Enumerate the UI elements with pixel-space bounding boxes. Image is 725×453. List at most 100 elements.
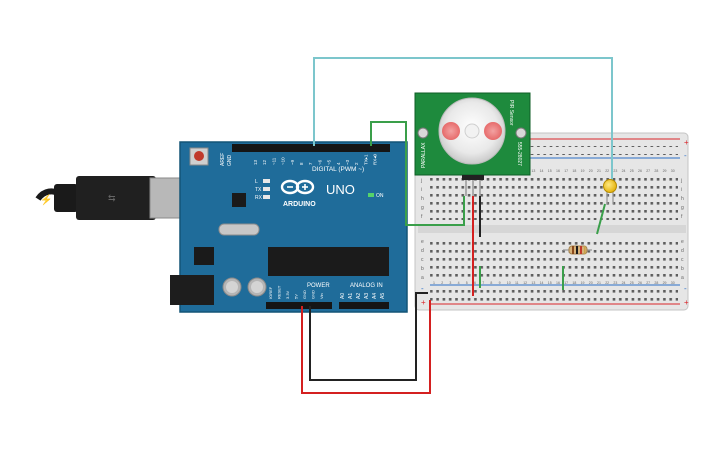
column-number: 23 (613, 281, 617, 285)
column-number: 17 (564, 281, 568, 285)
usb-plug-body (76, 176, 156, 220)
power-header-label: POWER (307, 283, 330, 289)
row-letter: a (681, 275, 684, 281)
column-number: 18 (572, 281, 576, 285)
column-number: 30 (671, 169, 675, 173)
analog-pin-label: A4 (372, 293, 378, 299)
row-letter: d (681, 248, 684, 254)
column-number: 15 (548, 281, 552, 285)
column-number: 30 (671, 281, 675, 285)
usb-controller-chip (232, 193, 246, 207)
row-letter: c (681, 257, 684, 263)
column-number: 6 (474, 281, 476, 285)
wire-black-gnd-to-rail[interactable] (309, 292, 428, 381)
pir-dome-center (464, 123, 480, 139)
status-led (263, 195, 270, 199)
row-letter: g (421, 205, 424, 211)
column-number: 27 (646, 169, 650, 173)
row-letter: d (421, 248, 424, 254)
usb-symbol-icon: ⚡ (40, 193, 52, 206)
pir-brand-label: PARALLAX (421, 142, 427, 168)
column-number: 11 (515, 281, 519, 285)
column-number: 19 (581, 169, 585, 173)
yellow-led[interactable] (603, 179, 617, 205)
column-number: 21 (597, 281, 601, 285)
pir-part-number: 555-28027 (516, 142, 522, 166)
column-number: 2 (441, 281, 443, 285)
voltage-regulator (194, 247, 214, 265)
power-pin-label: 5V (294, 294, 299, 299)
analog-pin-label: A3 (364, 293, 370, 299)
row-letter: h (681, 196, 684, 202)
digital-header (232, 144, 390, 152)
usb-strain-relief (54, 184, 78, 212)
crystal-oscillator (218, 223, 260, 236)
row-letter: c (421, 257, 424, 263)
column-number: 25 (630, 281, 634, 285)
row-letter: i (681, 187, 682, 193)
aref-label: AREF (220, 153, 226, 166)
column-number: 16 (556, 169, 560, 173)
usb-logo-icon: ⇆ (108, 193, 116, 203)
column-number: 29 (663, 281, 667, 285)
column-number: 8 (490, 281, 492, 285)
bottom-rail-holes-1 (430, 288, 678, 293)
row-letter: e (421, 239, 424, 245)
pir-sensor[interactable]: PARALLAX PIR Sensor 555-28027 (414, 92, 531, 196)
gnd-label: GND (227, 155, 233, 167)
analog-pin-label: A0 (340, 293, 346, 299)
wire-teal-pin8-to-led[interactable] (313, 57, 613, 183)
capacitor-2-top (251, 281, 263, 293)
column-number: 5 (466, 281, 468, 285)
row-letter: j (680, 178, 682, 184)
top-rail-holes-2 (430, 150, 678, 155)
resistor[interactable] (563, 245, 592, 255)
reset-button-cap[interactable] (194, 151, 204, 161)
arduino-model: UNO (326, 182, 355, 197)
power-pin-label: RESET (277, 285, 282, 299)
digital-header-label: DIGITAL (PWM ~) (312, 166, 364, 173)
column-number: 21 (597, 169, 601, 173)
column-number: 4 (458, 281, 460, 285)
digital-pin-label: ~10 (281, 157, 286, 165)
bottom-terminal-holes (430, 237, 678, 281)
row-letter: f (681, 214, 683, 220)
usb-cable[interactable]: ⚡ ⇆ (35, 176, 199, 220)
analog-pin-label: A5 (380, 293, 386, 299)
top-rail-plus: + (684, 138, 689, 147)
column-number: 19 (581, 281, 585, 285)
pir-lens-left (442, 122, 460, 140)
row-letter: i (421, 187, 422, 193)
column-number: 17 (564, 169, 568, 173)
top-rail-holes-1 (430, 142, 678, 147)
column-number: 18 (572, 169, 576, 173)
column-number: 22 (605, 169, 609, 173)
digital-pin-label: ~5 (327, 159, 332, 165)
center-channel (418, 225, 686, 233)
power-pin-label: GND (302, 290, 307, 299)
column-number: 22 (605, 281, 609, 285)
wire-green-pin2-to-pir[interactable] (370, 121, 465, 226)
column-number: 26 (638, 281, 642, 285)
row-letter: h (421, 196, 424, 202)
column-number: 3 (449, 281, 451, 285)
wire-red-5v-to-rail[interactable] (301, 300, 431, 394)
column-number: 15 (548, 169, 552, 173)
digital-pin-label: ~9 (290, 159, 295, 165)
wire-green-led-leg[interactable] (596, 203, 606, 235)
row-letter: g (681, 205, 684, 211)
bottom-rail-minus-left: - (421, 284, 424, 293)
digital-pin-label: 8 (299, 162, 304, 165)
pir-title-label: PIR Sensor (508, 100, 514, 126)
digital-pin-label: ~11 (271, 157, 276, 165)
resistor-band-3 (580, 246, 582, 254)
column-number: 26 (638, 169, 642, 173)
column-number: 10 (507, 281, 511, 285)
column-number: 7 (482, 281, 484, 285)
resistor-band-1 (572, 246, 574, 254)
